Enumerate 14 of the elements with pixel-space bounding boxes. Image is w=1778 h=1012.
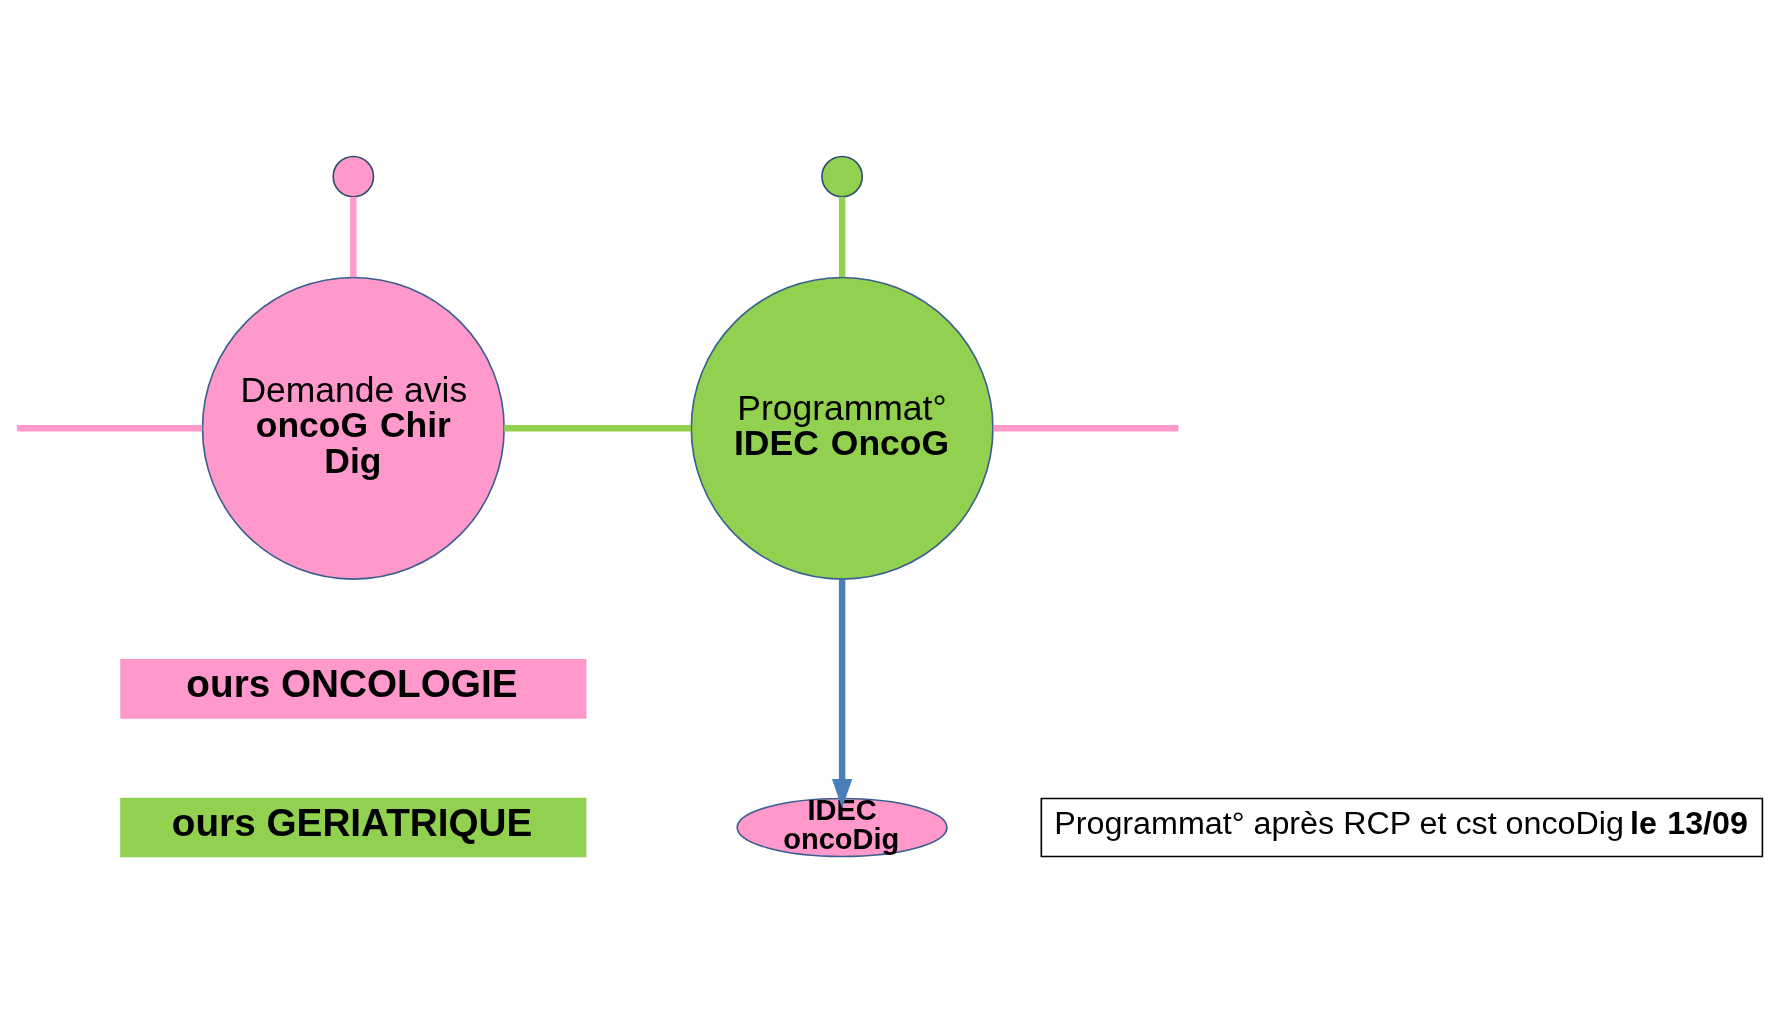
node-circle <box>332 155 375 198</box>
legend-label: ours GERIATRIQUE <box>171 800 533 844</box>
connector <box>350 196 357 277</box>
connector <box>838 196 846 277</box>
node-circle <box>821 155 864 198</box>
arrow <box>831 579 853 808</box>
node-box: Programmat° après RCP et cst oncoDig le 13/09 <box>1040 797 1764 857</box>
legend-label: ours ONCOLOGIE <box>186 661 518 705</box>
node-circle: Programmat° IDEC OncoG <box>690 276 994 580</box>
connector <box>993 424 1179 431</box>
connector <box>504 424 691 431</box>
connector <box>16 424 203 431</box>
node-circle: Demande avis oncoG Chir Dig <box>201 276 505 580</box>
node-ellipse: IDEC oncoDig <box>736 797 948 857</box>
